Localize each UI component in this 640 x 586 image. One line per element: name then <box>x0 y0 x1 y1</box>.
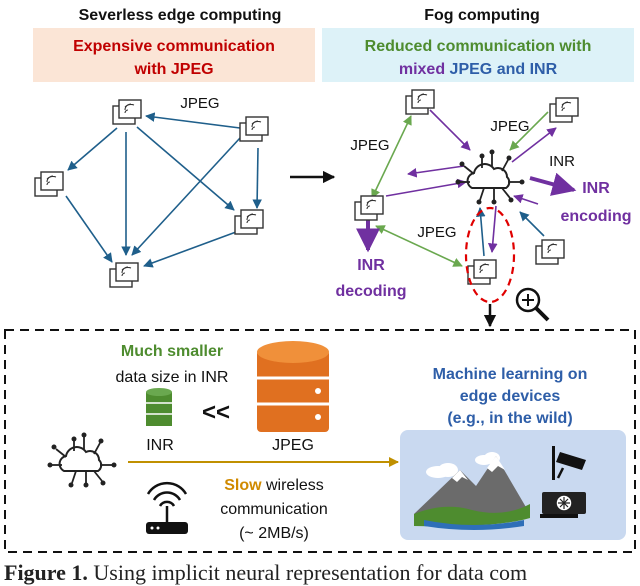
ml-line3: (e.g., in the wild) <box>447 410 572 427</box>
left-banner-line2: with JPEG <box>133 61 213 78</box>
fog-jpeg-label-top: JPEG <box>490 118 529 135</box>
left-banner-line1: Expensive communication <box>73 38 275 55</box>
jpeg-size-label: JPEG <box>272 437 314 454</box>
left-panel-title: Severless edge computing <box>79 7 282 24</box>
camera-icon <box>552 446 586 480</box>
banner-jpeg-inr: JPEG and INR <box>445 61 557 78</box>
device-icon <box>234 209 264 235</box>
figure-caption: Figure 1. Using implicit neural represen… <box>4 560 640 586</box>
much-smaller-text: Much smaller <box>121 343 223 360</box>
database-icon <box>257 341 329 432</box>
device-icon <box>112 99 142 125</box>
less-than-symbol: << <box>202 399 230 426</box>
inr-decoding-line1: INR <box>357 257 385 274</box>
inr-encoding-line2: encoding <box>560 208 631 225</box>
magnifier-plus-icon <box>515 287 550 322</box>
device-icon <box>34 171 64 197</box>
communication-text: communication <box>220 501 328 518</box>
ml-line2: edge devices <box>460 388 561 405</box>
caption-label: Figure 1. <box>4 560 88 585</box>
wifi-router-icon <box>146 481 188 534</box>
inr-size-label: INR <box>146 437 174 454</box>
banner-mixed: mixed <box>399 61 445 78</box>
database-icon <box>146 388 172 426</box>
left-banner <box>33 28 315 82</box>
device-icon <box>549 97 579 123</box>
slow-wireless-text: Slow wireless <box>224 477 324 494</box>
speed-text: (~ 2MB/s) <box>239 525 309 542</box>
ml-line1: Machine learning on <box>433 366 588 383</box>
gpu-card-icon <box>540 492 586 518</box>
device-icon <box>109 262 139 288</box>
caption-text: Using implicit neural representation for… <box>87 560 528 585</box>
device-icon <box>467 259 497 285</box>
inr-decoding-line2: decoding <box>335 283 406 300</box>
device-icon <box>535 239 565 265</box>
right-panel-title: Fog computing <box>424 7 540 24</box>
data-size-text: data size in INR <box>116 369 229 386</box>
device-icon <box>354 195 384 221</box>
inr-encoding-line1: INR <box>582 180 610 197</box>
wireless-word: wireless <box>262 477 324 494</box>
inr-encoding-arrow <box>529 172 577 196</box>
right-banner-line1: Reduced communication with <box>365 38 592 55</box>
device-icon <box>239 116 269 142</box>
cloud-network-icon <box>46 431 118 489</box>
left-jpeg-label: JPEG <box>180 95 219 112</box>
bottom-panel-frame <box>4 329 636 553</box>
fog-inr-label: INR <box>549 153 575 170</box>
fog-arrows <box>371 109 557 267</box>
right-banner <box>322 28 634 82</box>
right-banner-line2: mixed JPEG and INR <box>399 61 558 78</box>
fog-jpeg-label-bottom: JPEG <box>417 224 456 241</box>
left-mesh-arrows <box>65 112 262 268</box>
fog-jpeg-label-left: JPEG <box>350 137 389 154</box>
landscape-icon <box>414 452 530 530</box>
slow-word: Slow <box>224 477 262 494</box>
zoom-highlight-ellipse <box>464 206 516 304</box>
